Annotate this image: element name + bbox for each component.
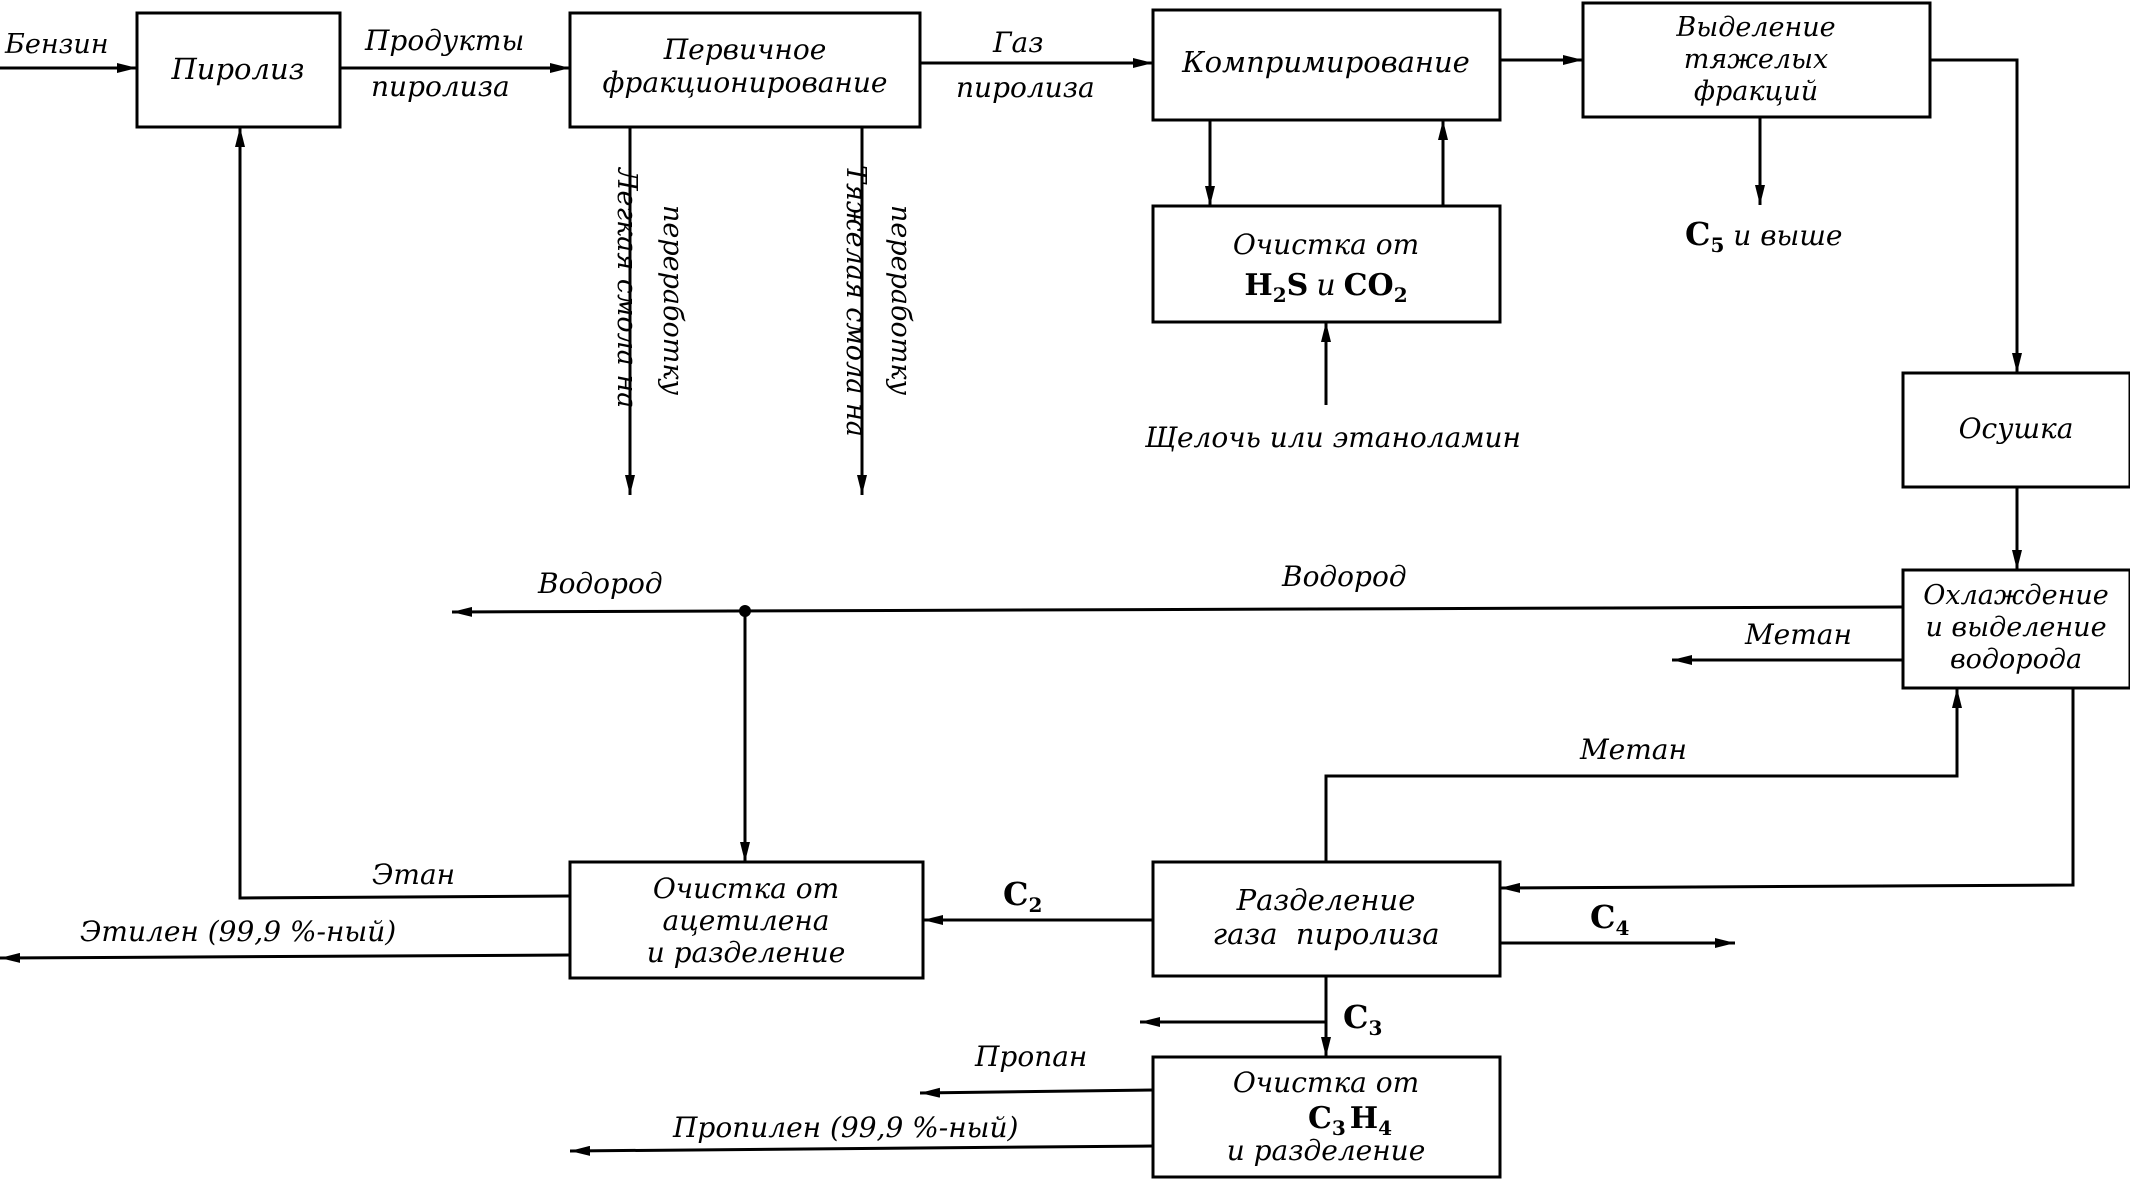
ochistka-c3h4-label-1: Очистка от [1233,1066,1419,1099]
label-gaz-1: Газ [992,26,1044,59]
arrow-metan-return [1324,688,1962,862]
vydelenie-label-3: фракций [1694,76,1818,107]
razdelenie-label-1: Разделение [1236,883,1416,917]
box-komprimirovanie: Компримирование [1151,8,1502,122]
arrow-propilen-out [569,1144,1154,1156]
box-osushka: Осушка [1901,371,2130,489]
label-produkty-1: Продукты [364,24,524,57]
label-tyazhelaya-smola-1: Тяжелая смола на [840,165,871,437]
box-razdelenie-gaza: Разделение газа пиролиза [1151,860,1502,978]
label-tyazhelaya-smola-2: переработку [885,205,916,395]
razdelenie-label-2: газа пиролиза [1212,917,1439,951]
ochistka-acetilena-label-1: Очистка от [653,872,839,905]
label-legkaya-smola-1: Легкая смола на [611,166,642,408]
box-piroliz: Пиролиз [135,11,342,129]
vydelenie-label-2: тяжелых [1684,44,1829,75]
label-vodorod-right: Водород [1281,560,1407,593]
ohlazhdenie-label-2: и выделение [1925,612,2106,643]
arrow-etan-recycle [235,127,571,900]
label-produkty-2: пиролиза [371,70,510,103]
label-metan-mid: Метан [1579,733,1687,766]
label-c4: C4 [1590,898,1629,940]
arrow-propan-out [919,1087,1154,1098]
arrow-vydelenie-to-osushka [1930,58,2022,373]
box-pervichnoe-frakcionirovanie: Первичное фракционирование [568,11,922,129]
osushka-label: Осушка [1959,412,2074,445]
ochistka-c3h4-label-3: и разделение [1227,1134,1426,1167]
label-benzin: Бензин [4,29,109,60]
arrow-ohlazhdenie-to-razdelenie [1499,688,2075,893]
ohlazhdenie-label-3: водорода [1950,644,2082,675]
label-etan: Этан [372,858,455,891]
ohlazhdenie-label-1: Охлаждение [1923,580,2109,611]
ochistka-acetilena-label-2: ацетилена [663,904,830,937]
pervichnoe-label-1: Первичное [663,33,827,66]
komprimirovanie-label: Компримирование [1181,45,1470,79]
label-metan-right: Метан [1744,618,1852,651]
vydelenie-label-1: Выделение [1675,12,1835,43]
pervichnoe-label-2: фракционирование [603,66,888,99]
arrow-etilen-out [0,952,571,963]
label-gaz-2: пиролиза [956,71,1095,104]
piroliz-label: Пиролиз [171,52,305,86]
box-ochistka-acetilena: Очистка от ацетилена и разделение [568,860,925,980]
label-propilen: Пропилен (99,9 %-ный) [672,1111,1018,1144]
label-legkaya-smola-2: переработку [657,205,688,395]
label-c2: C2 [1003,875,1042,917]
ochistka-acetilena-label-3: и разделение [647,936,846,969]
label-shcheloch: Щелочь или этаноламин [1144,421,1521,454]
label-c5: C5 и выше [1685,215,1842,257]
label-c3: C3 [1343,998,1382,1040]
label-etilen: Этилен (99,9 %-ный) [80,915,396,948]
label-vodorod-left: Водород [537,567,663,600]
ochistka-h2s-label: Очистка от [1233,228,1419,261]
box-ohlazhdenie: Охлаждение и выделение водорода [1901,568,2130,690]
arrow-vodorod-out [451,605,1904,617]
label-propan: Пропан [974,1040,1087,1073]
box-vydelenie-tyazhelykh: Выделение тяжелых фракций [1581,1,1932,119]
